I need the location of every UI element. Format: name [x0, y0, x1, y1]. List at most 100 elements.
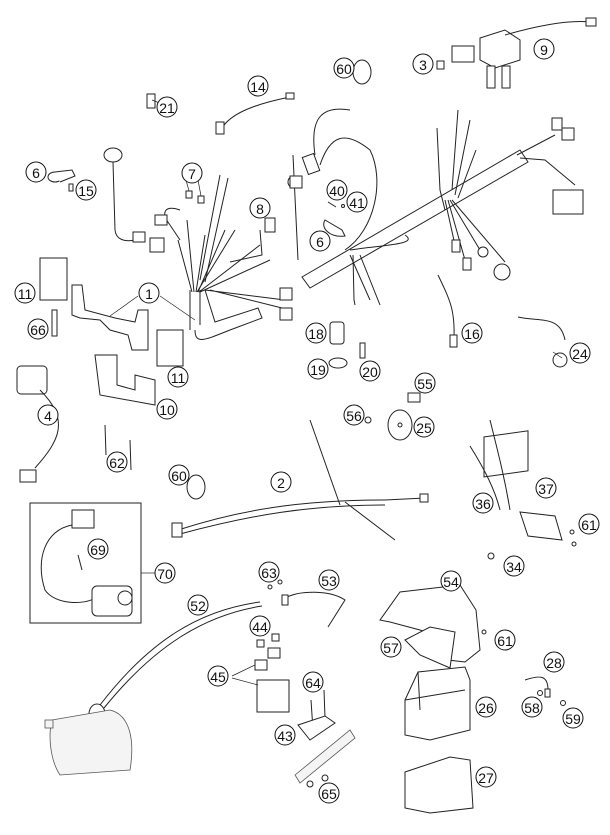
callout-circle: [535, 477, 557, 499]
callout-circle: [318, 782, 340, 804]
callout-number: 3: [419, 57, 427, 73]
callout-number: 61: [497, 633, 513, 649]
fuses-44: [256, 633, 280, 648]
callout-14: 14: [247, 75, 269, 97]
screw-40: [327, 201, 337, 208]
callout-number: 14: [250, 79, 266, 95]
callout-58: 58: [521, 696, 543, 718]
callout-57: 57: [380, 636, 402, 658]
callout-37: 37: [535, 477, 557, 499]
callout-number: 60: [336, 61, 352, 77]
callout-number: 41: [349, 195, 365, 211]
callout-24: 24: [569, 342, 591, 364]
battery-26: [404, 666, 471, 741]
bracket-10: [94, 354, 156, 406]
callout-number: 6: [316, 234, 324, 250]
callout-circle: [25, 161, 47, 183]
clamp-6-left: [47, 169, 76, 183]
callout-20: 20: [359, 360, 381, 382]
callout-number: 66: [30, 322, 46, 338]
callout-circle: [326, 179, 348, 201]
callout-52: 52: [187, 594, 209, 616]
bolts-62: [104, 424, 132, 471]
callout-circle: [27, 318, 49, 340]
bracket-37: [519, 511, 563, 541]
callout-27: 27: [475, 766, 497, 788]
callout-number: 19: [310, 362, 326, 378]
cable-2: [171, 419, 429, 541]
nuts-63: [267, 579, 283, 590]
callout-circle: [380, 636, 402, 658]
coil-lead: [287, 108, 378, 251]
callout-circle: [274, 724, 296, 746]
regulator-36: [469, 419, 529, 511]
clip-20: [359, 342, 366, 359]
plate-11-left: [39, 257, 68, 301]
callout-circle: [187, 594, 209, 616]
callout-circle: [413, 416, 435, 438]
callout-number: 10: [159, 402, 175, 418]
callout-16: 16: [461, 322, 483, 344]
callout-number: 54: [443, 574, 459, 590]
screw-15: [68, 183, 74, 192]
callout-circle: [181, 162, 203, 184]
callout-number: 6: [32, 165, 40, 181]
callout-25: 25: [413, 416, 435, 438]
callout-43: 43: [274, 724, 296, 746]
callout-circle: [207, 665, 229, 687]
relay-45: [231, 647, 290, 713]
fuse-7: [185, 190, 205, 204]
nut-34: [487, 552, 495, 560]
callout-circle: [412, 53, 434, 75]
callout-circle: [521, 696, 543, 718]
callout-60: 60: [168, 464, 190, 486]
callout-41: 41: [346, 191, 368, 213]
callout-circle: [168, 464, 190, 486]
callout-60: 60: [333, 57, 355, 79]
switch-9: [451, 17, 597, 89]
cover-57: [404, 626, 456, 669]
callout-70: 70: [154, 562, 176, 584]
callout-number: 24: [572, 346, 588, 362]
bracket-43: [297, 715, 336, 741]
screw-59: [560, 700, 566, 706]
callout-45: 45: [207, 665, 229, 687]
cover-54: [379, 584, 481, 663]
callout-65: 65: [318, 782, 340, 804]
callout-number: 25: [416, 420, 432, 436]
callout-11: 11: [14, 282, 36, 304]
callout-circle: [414, 372, 436, 394]
callout-number: 9: [540, 42, 548, 58]
callout-circle: [503, 555, 525, 577]
fuse-3: [436, 60, 445, 70]
callout-circle: [270, 471, 292, 493]
callout-number: 61: [581, 517, 597, 533]
callout-circle: [569, 342, 591, 364]
callout-number: 20: [362, 364, 378, 380]
callout-number: 1: [145, 286, 153, 302]
callout-circle: [249, 197, 271, 219]
starter-motor: [44, 709, 133, 776]
callout-circle: [305, 322, 327, 344]
callout-62: 62: [106, 451, 128, 473]
callout-53: 53: [318, 569, 340, 591]
callout-circle: [247, 75, 269, 97]
callout-40: 40: [326, 179, 348, 201]
callout-number: 65: [321, 786, 337, 802]
callout-number: 58: [524, 700, 540, 716]
callout-number: 11: [171, 370, 186, 386]
callout-number: 34: [506, 559, 522, 575]
callout-number: 15: [78, 183, 94, 199]
callout-circle: [440, 570, 462, 592]
callout-number: 59: [565, 711, 581, 727]
callout-circle: [475, 696, 497, 718]
callout-circle: [543, 651, 565, 673]
callout-number: 62: [109, 455, 125, 471]
bracket-1: [71, 284, 149, 351]
callout-number: 28: [546, 655, 562, 671]
callout-63: 63: [258, 561, 280, 583]
callout-54: 54: [440, 570, 462, 592]
callout-number: 52: [190, 598, 206, 614]
callout-64: 64: [302, 671, 324, 693]
